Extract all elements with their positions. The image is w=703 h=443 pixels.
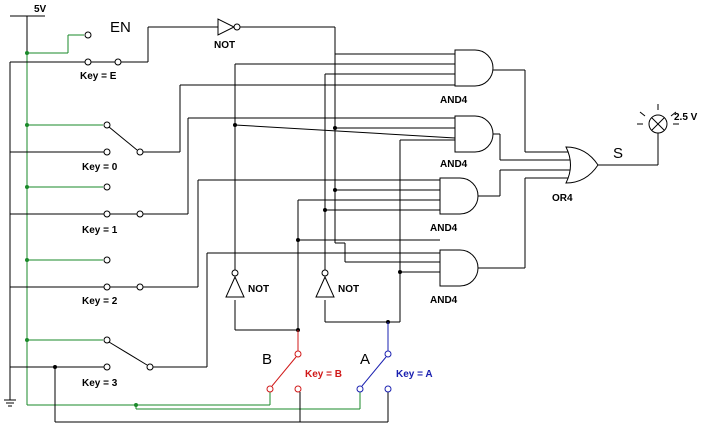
not-gate-left [225, 269, 245, 298]
not-top-label: NOT [214, 40, 235, 51]
and2-label: AND4 [440, 159, 468, 170]
supply-rail [4, 15, 45, 407]
enable-label: EN [110, 19, 131, 36]
switch-key-0[interactable] [10, 85, 181, 156]
not-gate-right [315, 269, 335, 298]
not-left-label: NOT [248, 284, 269, 295]
select-a-label: A [360, 351, 370, 368]
key-b-label: Key = B [305, 369, 342, 380]
select-a-wires [323, 73, 455, 324]
switch-key-1[interactable] [10, 118, 189, 218]
select-b-label: B [262, 351, 272, 368]
and-gate-3 [439, 169, 570, 215]
switch-key-2[interactable] [10, 180, 199, 291]
and-gate-4 [439, 177, 568, 287]
and3-label: AND4 [430, 223, 458, 234]
key-0-label: Key = 0 [82, 162, 118, 173]
and-gate-1 [454, 49, 568, 153]
key-2-label: Key = 2 [82, 296, 118, 307]
switch-b[interactable] [266, 330, 302, 393]
and-gate-2 [454, 115, 570, 161]
key-a-label: Key = A [396, 369, 433, 380]
supply-label: 5V [34, 4, 47, 15]
or-label: OR4 [552, 193, 573, 204]
switch-a[interactable] [356, 322, 392, 393]
not-right-label: NOT [338, 284, 359, 295]
lamp-icon [637, 104, 679, 140]
lamp-label: 2.5 V [674, 112, 698, 123]
enable-key-label: Key = E [80, 71, 117, 82]
key-3-label: Key = 3 [82, 378, 118, 389]
select-b-wires [233, 63, 456, 332]
not-gate-top [217, 18, 336, 54]
output-label: S [613, 145, 623, 162]
and4-label: AND4 [430, 295, 458, 306]
or-gate [565, 140, 659, 184]
switch-key-3[interactable] [10, 253, 389, 423]
5v-bus [25, 34, 361, 410]
and1-label: AND4 [440, 95, 468, 106]
key-1-label: Key = 1 [82, 225, 118, 236]
data-wires [180, 53, 455, 263]
enable-switch[interactable] [10, 26, 218, 66]
